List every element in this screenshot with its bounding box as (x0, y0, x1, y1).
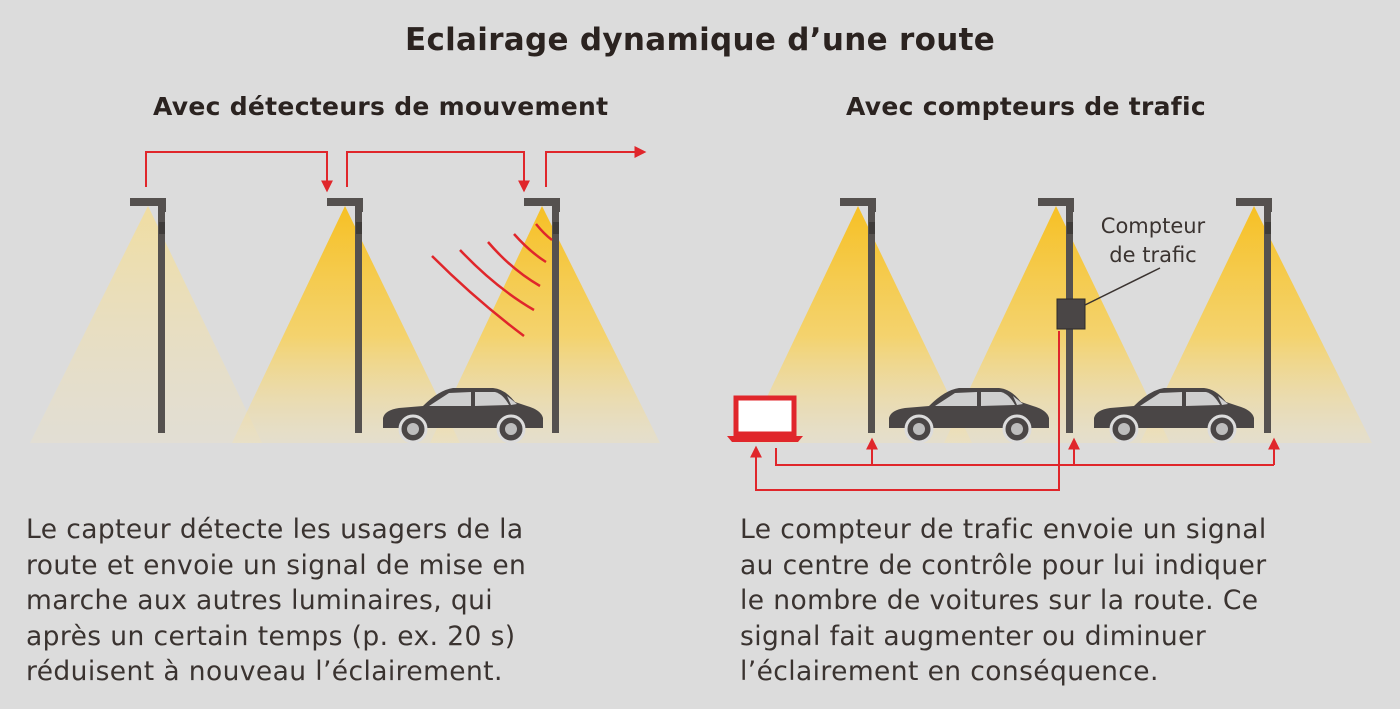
description-line: au centre de contrôle pour lui indiquer (740, 549, 1267, 581)
left-heading: Avec détecteurs de mouvement (153, 92, 609, 121)
description-line: le nombre de voitures sur la route. Ce (740, 585, 1259, 616)
signal-arrows (145, 146, 647, 193)
description-line: Le capteur détecte les usagers de la (26, 514, 524, 545)
right-description: Le compteur de trafic envoie un signal a… (740, 512, 1267, 690)
light-beam-dim (30, 206, 262, 443)
description-line: route et envoie un signal de mise en (26, 549, 527, 581)
control-signal-lines (750, 331, 1280, 491)
description-line: après un certain temps (p. ex. 20 s) (26, 620, 516, 652)
right-heading: Avec compteurs de trafic (846, 92, 1206, 121)
light-beam-bright (745, 206, 972, 443)
description-line: l’éclairement en conséquence. (740, 656, 1159, 687)
motion-wave-icon (431, 223, 553, 337)
description-line: marche aux autres luminaires, qui (26, 585, 494, 616)
description-line: signal fait augmenter ou diminuer (740, 620, 1207, 652)
traffic-counter-label: Compteur de trafic (1078, 212, 1228, 270)
light-beam-bright (232, 206, 460, 443)
diagram-title: Eclairage dynamique d’une route (404, 22, 996, 58)
traffic-counter-label-line: de trafic (1109, 243, 1197, 267)
light-beam-bright (1140, 206, 1372, 443)
traffic-counter-label-line: Compteur (1100, 214, 1206, 238)
description-line: réduisent à nouveau l’éclairement. (26, 656, 503, 687)
laptop-icon (727, 395, 803, 442)
traffic-counter-icon (1056, 267, 1161, 330)
description-line: Le compteur de trafic envoie un signal (740, 514, 1267, 545)
light-beam-bright (430, 206, 660, 443)
left-description: Le capteur détecte les usagers de la rou… (26, 512, 526, 690)
